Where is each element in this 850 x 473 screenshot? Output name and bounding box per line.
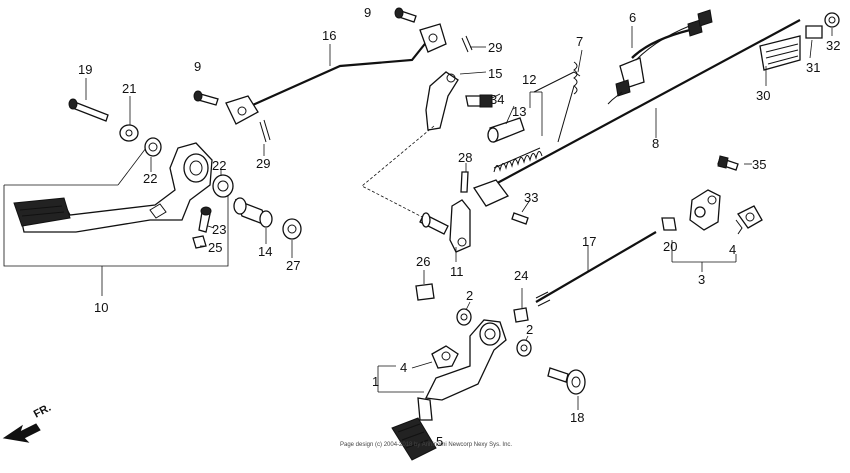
callout-24: 24 bbox=[514, 268, 528, 283]
callout-22b: 22 bbox=[212, 158, 226, 173]
spring-12 bbox=[493, 147, 541, 169]
callout-23: 23 bbox=[212, 222, 226, 237]
callout-labels: 1 2 2 3 4 4 5 6 7 8 9 9 10 11 12 13 14 1… bbox=[78, 5, 840, 449]
bracket-group bbox=[661, 155, 763, 272]
bolt-33 bbox=[511, 212, 529, 225]
brake-pedal-group bbox=[3, 78, 302, 296]
front-arrow-icon bbox=[2, 423, 41, 443]
callout-2b: 2 bbox=[526, 322, 533, 337]
callout-26: 26 bbox=[416, 254, 430, 269]
callout-35: 35 bbox=[752, 157, 766, 172]
joint-16a bbox=[225, 95, 259, 125]
callout-6: 6 bbox=[629, 10, 636, 25]
joint-4b bbox=[737, 205, 763, 229]
washer-21 bbox=[119, 124, 139, 142]
callout-27: 27 bbox=[286, 258, 300, 273]
brake-rod-group bbox=[193, 7, 486, 156]
callout-22a: 22 bbox=[143, 171, 157, 186]
pedal-pad bbox=[13, 197, 71, 227]
page-footer: Page design (c) 2004-2018 by Arihinomi N… bbox=[340, 442, 512, 448]
joint-31 bbox=[805, 25, 823, 39]
pin-28 bbox=[460, 171, 469, 193]
washer-2b bbox=[516, 339, 532, 357]
callout-18: 18 bbox=[570, 410, 584, 425]
pin-29a bbox=[461, 35, 473, 53]
joint-4a bbox=[431, 345, 459, 369]
callout-32: 32 bbox=[826, 38, 840, 53]
nut-20 bbox=[661, 217, 677, 231]
spring-30 bbox=[759, 35, 801, 71]
callout-33: 33 bbox=[524, 190, 538, 205]
callout-31: 31 bbox=[806, 60, 820, 75]
arm-15 bbox=[425, 71, 459, 131]
callout-30: 30 bbox=[756, 88, 770, 103]
arm-11 bbox=[449, 199, 471, 253]
rod-17 bbox=[535, 231, 657, 303]
callout-10: 10 bbox=[94, 300, 108, 315]
callout-4a: 4 bbox=[400, 360, 407, 375]
callout-9a: 9 bbox=[364, 5, 371, 20]
shift-rod-group bbox=[535, 231, 657, 307]
callout-19: 19 bbox=[78, 62, 92, 77]
front-direction-indicator: FR. bbox=[2, 402, 53, 443]
rod-7 bbox=[533, 71, 581, 93]
washer-22b bbox=[212, 174, 234, 198]
callout-3: 3 bbox=[698, 272, 705, 287]
callout-14: 14 bbox=[258, 244, 272, 259]
rod-16 bbox=[245, 39, 429, 110]
callout-16: 16 bbox=[322, 28, 336, 43]
callout-29a: 29 bbox=[488, 40, 502, 55]
nut-24 bbox=[513, 307, 529, 323]
callout-15: 15 bbox=[488, 66, 502, 81]
pin-29b bbox=[259, 119, 271, 143]
callout-25: 25 bbox=[208, 240, 222, 255]
joint-16b bbox=[419, 23, 447, 53]
callout-29b: 29 bbox=[256, 156, 270, 171]
brake-arm-group bbox=[361, 71, 531, 262]
front-arrow-label: FR. bbox=[32, 402, 53, 421]
callout-9b: 9 bbox=[194, 59, 201, 74]
callout-1: 1 bbox=[372, 374, 379, 389]
bracket-10 bbox=[3, 180, 229, 267]
callout-12: 12 bbox=[522, 72, 536, 87]
bolt-18 bbox=[547, 367, 569, 383]
rod-8 bbox=[487, 19, 801, 189]
callout-4b: 4 bbox=[729, 242, 736, 257]
callout-13: 13 bbox=[512, 104, 526, 119]
callout-8: 8 bbox=[652, 136, 659, 151]
callout-17: 17 bbox=[582, 234, 596, 249]
callout-20: 20 bbox=[663, 239, 677, 254]
washer-2a bbox=[456, 308, 472, 326]
nut-26 bbox=[415, 283, 435, 301]
callout-28: 28 bbox=[458, 150, 472, 165]
callout-5: 5 bbox=[436, 434, 443, 449]
washer-22a bbox=[144, 137, 162, 157]
nut-32 bbox=[824, 12, 840, 28]
callout-2a: 2 bbox=[466, 288, 473, 303]
rod-end-8 bbox=[473, 179, 510, 207]
callout-7: 7 bbox=[576, 34, 583, 49]
callout-11: 11 bbox=[450, 264, 464, 279]
callout-34: 34 bbox=[490, 92, 504, 107]
callout-21: 21 bbox=[122, 81, 136, 96]
shift-pedal-group bbox=[377, 270, 586, 461]
brake-switch-group bbox=[607, 9, 713, 105]
shift-pedal-rubber bbox=[391, 417, 437, 461]
brake-cable-group bbox=[473, 12, 840, 207]
nut-27 bbox=[282, 218, 302, 240]
